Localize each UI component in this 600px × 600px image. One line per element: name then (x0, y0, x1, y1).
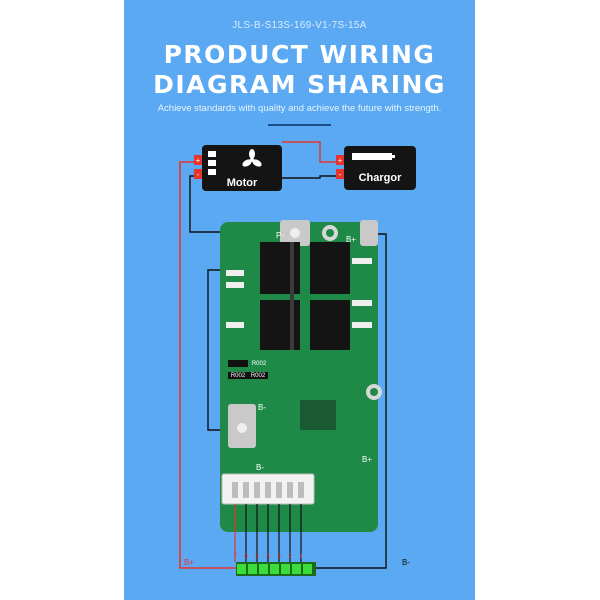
resistor-label-1: R002 (252, 361, 267, 367)
subtitle: Achieve standards with quality and achie… (157, 103, 442, 114)
charger-label: Chargor (359, 172, 403, 184)
battery-cell (303, 564, 312, 574)
balance-number: 4 (266, 554, 270, 560)
charger-minus-sign: - (339, 170, 342, 179)
ic-chip (300, 400, 336, 430)
mosfet-4 (310, 300, 350, 350)
motor-module: + - Motor (194, 145, 282, 191)
balance-number: 3 (277, 554, 281, 560)
motor-plus-sign: + (196, 156, 201, 165)
battery-cell (237, 564, 246, 574)
title-underline (268, 124, 331, 126)
motor-label: Motor (227, 177, 258, 189)
p-minus-label: P- (276, 231, 284, 240)
balance-number: 2 (288, 554, 292, 560)
bms-pcb: R002 R002 R002 P- B+ B- B- B+ (220, 220, 382, 532)
charger-module: + - Chargor (336, 146, 416, 190)
motor-minus-sign: - (197, 170, 200, 179)
model-code: JLS-B-S13S-169-V1-7S-15A (232, 20, 367, 31)
battery-cells (236, 562, 316, 576)
balance-number: 1 (299, 554, 303, 560)
title-line-1: PRODUCT WIRING (163, 40, 436, 69)
resistor-label-3: R002 (251, 373, 266, 379)
charger-plus-sign: + (338, 156, 343, 165)
battery-cell (248, 564, 257, 574)
mosfet-2 (310, 242, 350, 294)
title-line-2: DIAGRAM SHARING (153, 70, 446, 99)
charger-plus-wire (282, 141, 344, 163)
b-plus-pad (360, 220, 378, 246)
battery-b-plus-label: B+ (184, 558, 194, 567)
fan-icon (242, 149, 262, 167)
balance-wires (234, 504, 302, 562)
charge-level-icon (352, 153, 395, 160)
b-minus-label-2: B- (256, 463, 264, 472)
b-plus-wire (179, 161, 236, 569)
battery-cell (292, 564, 301, 574)
b-plus-pad-label: B+ (362, 455, 372, 464)
pcb-b-minus-wire (207, 269, 230, 431)
battery-cell (281, 564, 290, 574)
balance-number: 7 (233, 554, 237, 560)
resistor-label-2: R002 (231, 373, 246, 379)
product-panel: JLS-B-S13S-169-V1-7S-15A PRODUCT WIRING … (124, 0, 475, 600)
b-minus-label: B- (258, 403, 266, 412)
charger-minus-wire (282, 175, 344, 179)
battery-cell (270, 564, 279, 574)
battery-cell (259, 564, 268, 574)
balance-number: 6 (244, 554, 248, 560)
balance-numbers: 7 6 5 4 3 2 1 (233, 554, 303, 560)
balance-number: 5 (255, 554, 259, 560)
wiring-diagram: + - Motor + - Chargor (179, 141, 416, 576)
battery-b-minus-label: B- (402, 558, 410, 567)
b-plus-label: B+ (346, 235, 356, 244)
